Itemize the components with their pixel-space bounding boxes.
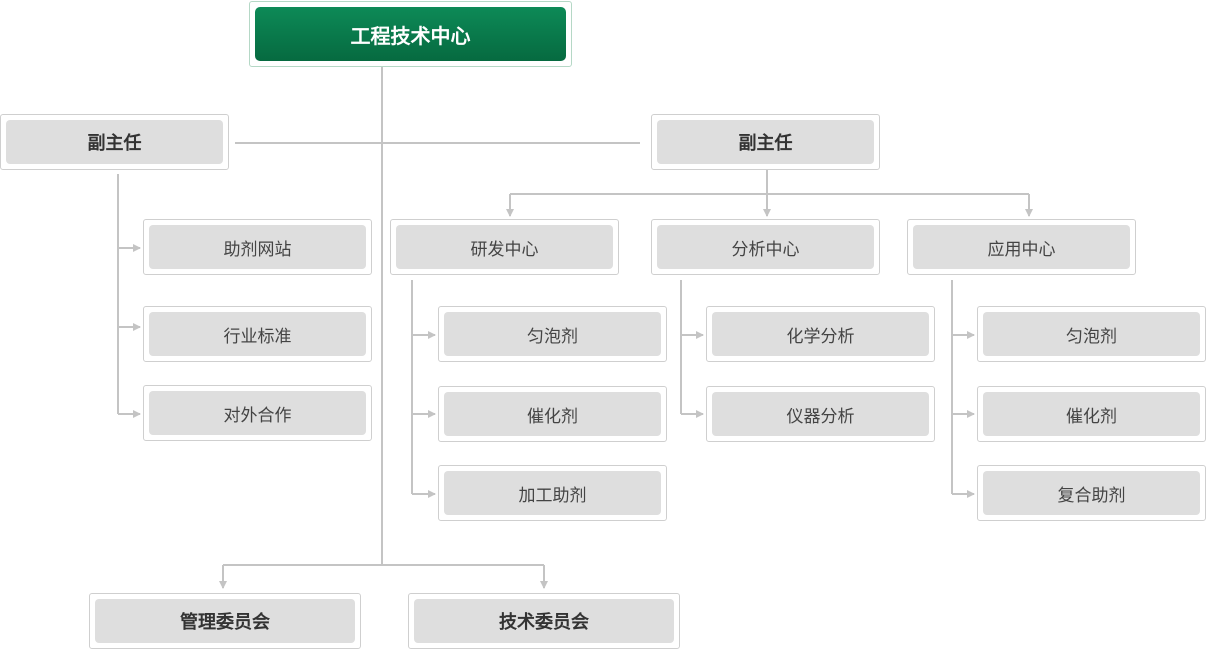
rd-item-label: 催化剂 <box>444 392 661 436</box>
deputy-right-label: 副主任 <box>657 120 874 164</box>
deputy-left-node[interactable]: 副主任 <box>0 114 229 170</box>
center-rd-label: 研发中心 <box>396 225 613 269</box>
root-node[interactable]: 工程技术中心 <box>249 1 572 67</box>
committee-technical-node[interactable]: 技术委员会 <box>408 593 680 649</box>
center-analysis-label: 分析中心 <box>657 225 874 269</box>
app-item-node[interactable]: 催化剂 <box>977 386 1206 442</box>
rd-item-label: 加工助剂 <box>444 471 661 515</box>
rd-item-node[interactable]: 催化剂 <box>438 386 667 442</box>
analysis-item-node[interactable]: 化学分析 <box>706 306 935 362</box>
app-item-label: 复合助剂 <box>983 471 1200 515</box>
center-rd-node[interactable]: 研发中心 <box>390 219 619 275</box>
rd-item-node[interactable]: 加工助剂 <box>438 465 667 521</box>
left-item-node[interactable]: 行业标准 <box>143 306 372 362</box>
app-item-node[interactable]: 匀泡剂 <box>977 306 1206 362</box>
analysis-item-label: 仪器分析 <box>712 392 929 436</box>
rd-item-node[interactable]: 匀泡剂 <box>438 306 667 362</box>
center-application-label: 应用中心 <box>913 225 1130 269</box>
left-item-label: 行业标准 <box>149 312 366 356</box>
analysis-item-label: 化学分析 <box>712 312 929 356</box>
root-label: 工程技术中心 <box>255 7 566 61</box>
left-item-node[interactable]: 助剂网站 <box>143 219 372 275</box>
app-item-label: 匀泡剂 <box>983 312 1200 356</box>
committee-technical-label: 技术委员会 <box>414 599 674 643</box>
left-item-label: 对外合作 <box>149 391 366 435</box>
committee-management-node[interactable]: 管理委员会 <box>89 593 361 649</box>
deputy-right-node[interactable]: 副主任 <box>651 114 880 170</box>
app-item-node[interactable]: 复合助剂 <box>977 465 1206 521</box>
analysis-item-node[interactable]: 仪器分析 <box>706 386 935 442</box>
center-analysis-node[interactable]: 分析中心 <box>651 219 880 275</box>
committee-management-label: 管理委员会 <box>95 599 355 643</box>
left-item-label: 助剂网站 <box>149 225 366 269</box>
deputy-left-label: 副主任 <box>6 120 223 164</box>
app-item-label: 催化剂 <box>983 392 1200 436</box>
rd-item-label: 匀泡剂 <box>444 312 661 356</box>
left-item-node[interactable]: 对外合作 <box>143 385 372 441</box>
center-application-node[interactable]: 应用中心 <box>907 219 1136 275</box>
